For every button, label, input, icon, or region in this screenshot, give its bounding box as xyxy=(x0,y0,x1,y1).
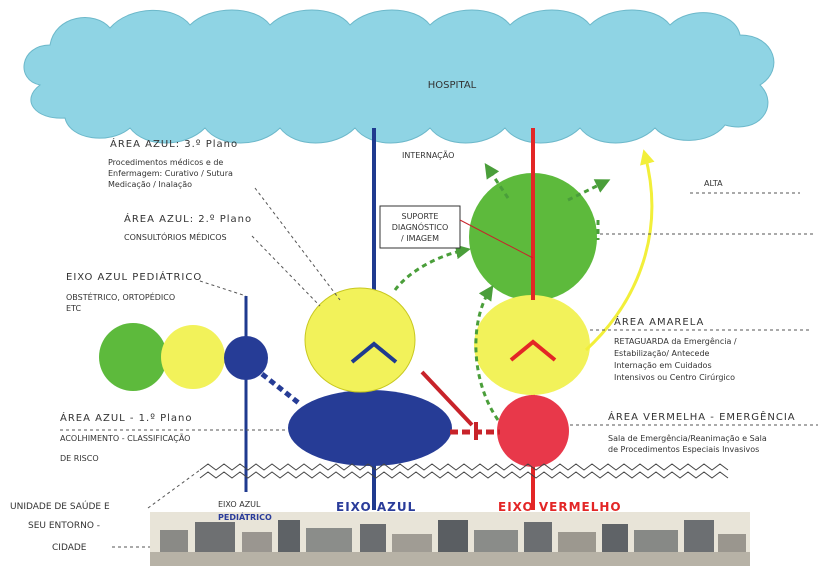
pediatric-yellow-circle xyxy=(161,325,225,389)
vermelha-line-2: de Procedimentos Especiais Invasivos xyxy=(608,445,759,454)
leader-area2 xyxy=(251,235,321,307)
ground-zigzag-2 xyxy=(199,471,729,479)
area1-line-2: DE RISCO xyxy=(60,454,99,463)
area3-line-3: Medicação / Inalação xyxy=(108,180,192,189)
blue-area-2-shape xyxy=(304,287,416,393)
eixo-azul-ped-line-1: EIXO AZUL xyxy=(218,500,261,509)
leader-unidade xyxy=(147,469,201,509)
eixo-azul-label: EIXO AZUL xyxy=(336,500,416,514)
area3-line-2: Enfermagem: Curativo / Sutura xyxy=(108,169,233,178)
arrow-to-internacao xyxy=(484,163,510,199)
area2-title: ÁREA AZUL: 2.º Plano xyxy=(124,212,252,225)
amarela-line-1: RETAGUARDA da Emergência / xyxy=(614,336,737,346)
pediatric-line-1: OBSTÉTRICO, ORTOPÉDICO xyxy=(66,291,175,302)
vermelha-line-1: Sala de Emergência/Reanimação e Sala xyxy=(608,433,767,443)
pediatric-blue-circle xyxy=(224,336,268,380)
ground-zigzag xyxy=(199,463,729,471)
area2-line: CONSULTÓRIOS MÉDICOS xyxy=(124,231,227,242)
vermelha-title: ÁREA VERMELHA - EMERGÊNCIA xyxy=(608,410,796,423)
eixo-azul-ped-line-2: PEDIÁTRICO xyxy=(218,511,272,522)
hospital-label: HOSPITAL xyxy=(428,80,477,91)
pediatric-line-2: ETC xyxy=(66,304,81,313)
city-photo-strip xyxy=(150,512,750,566)
support-line-2: DIAGNÓSTICO xyxy=(392,221,449,232)
arrow-blue-to-green xyxy=(393,244,471,291)
leader-pediatric xyxy=(199,280,247,297)
area3-title: ÁREA AZUL: 3.º Plano xyxy=(110,137,238,150)
red-chevron-icon xyxy=(509,339,557,362)
alta-label: ALTA xyxy=(704,179,723,188)
internacao-label: INTERNAÇÃO xyxy=(402,150,454,160)
area1-title: ÁREA AZUL - 1.º Plano xyxy=(60,411,193,424)
blue-area-1-shape xyxy=(288,390,452,466)
unidade-line-1: UNIDADE DE SAÚDE E xyxy=(10,500,110,512)
support-line-3: / IMAGEM xyxy=(401,234,439,243)
support-leader xyxy=(459,219,534,259)
pediatric-green-circle xyxy=(99,323,167,391)
pediatric-title: EIXO AZUL PEDIÁTRICO xyxy=(66,270,202,283)
area1-line-1: ACOLHIMENTO - CLASSIFICAÇÃO xyxy=(60,433,190,443)
red-diagonal-connector xyxy=(420,370,474,427)
amarela-line-2: Estabilização/ Antecede xyxy=(614,349,710,358)
support-line-1: SUPORTE xyxy=(402,212,439,221)
unidade-line-3: CIDADE xyxy=(52,543,87,553)
amarela-line-4: Intensivos ou Centro Cirúrgico xyxy=(614,373,735,382)
area3-line-1: Procedimentos médicos e de xyxy=(108,157,223,167)
leader-area3 xyxy=(254,187,341,301)
blue-chevron-icon xyxy=(350,341,398,364)
amarela-title: ÁREA AMARELA xyxy=(614,315,704,328)
support-box xyxy=(379,205,461,249)
eixo-vermelho-label: EIXO VERMELHO xyxy=(498,500,622,514)
arrow-red-to-green xyxy=(474,285,500,421)
unidade-line-2: SEU ENTORNO - xyxy=(28,521,100,531)
hospital-cloud: HOSPITAL xyxy=(23,9,775,144)
pediatric-connector xyxy=(260,372,302,406)
amarela-line-3: Internação em Cuidados xyxy=(614,361,712,370)
arrow-to-alta xyxy=(567,179,611,202)
red-area-shape xyxy=(497,395,569,467)
